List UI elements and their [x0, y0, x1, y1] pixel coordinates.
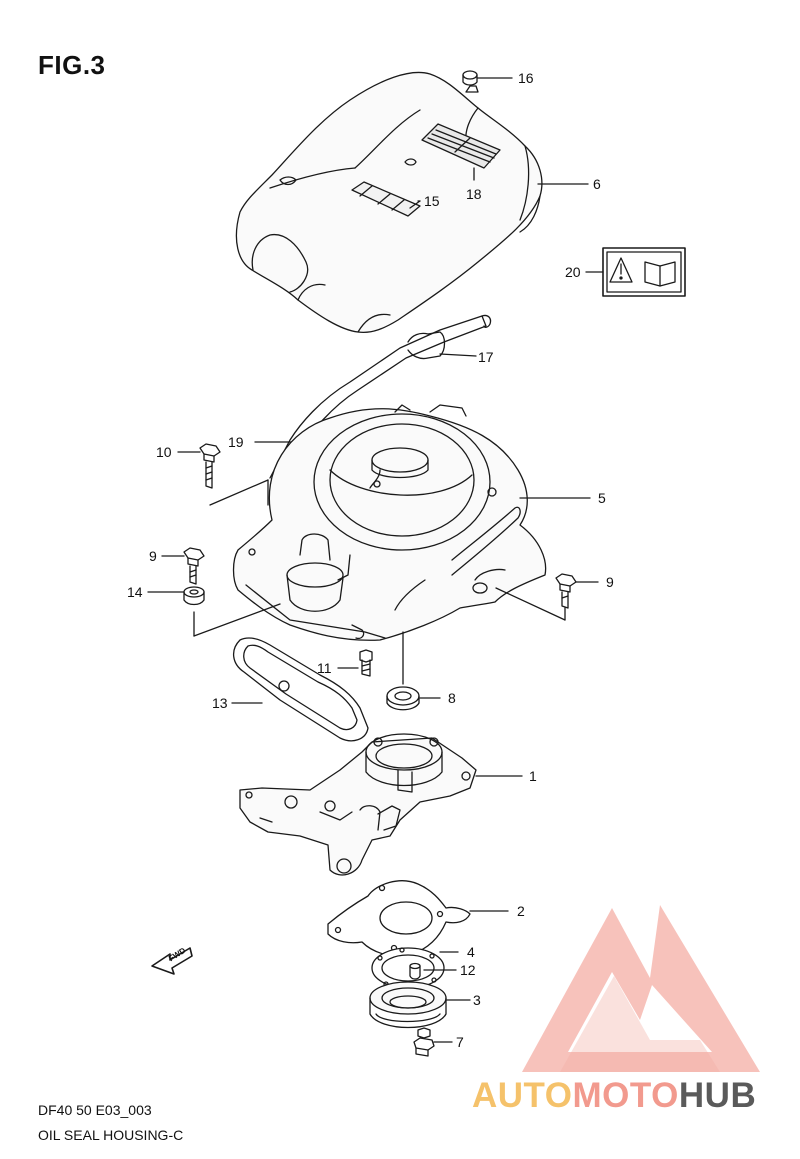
callout-5: 5 [598, 490, 606, 506]
callout-6: 6 [593, 176, 601, 192]
callout-10: 10 [156, 444, 172, 460]
callout-12: 12 [460, 962, 476, 978]
callout-3: 3 [473, 992, 481, 1008]
pin-12-part [409, 962, 457, 980]
callout-2: 2 [517, 903, 525, 919]
gasket-2-part [327, 880, 509, 957]
bolt-9-left-part [161, 547, 205, 585]
figure-code: DF40 50 E03_003 [38, 1102, 152, 1118]
callout-17: 17 [478, 349, 494, 365]
callout-9-right: 9 [606, 574, 614, 590]
bolt-10-part [177, 443, 221, 489]
emblem-15-part [351, 181, 421, 217]
callout-7: 7 [456, 1034, 464, 1050]
fwd-arrow-icon [151, 947, 193, 975]
callout-11: 11 [317, 660, 332, 676]
callout-4: 4 [467, 944, 475, 960]
oil-seal-housing-1-part [239, 733, 523, 876]
gasket-13-part [231, 637, 369, 742]
watermark-part-1: AUTO [472, 1076, 573, 1115]
bolt-11-part [337, 649, 373, 677]
warning-label-20-part [585, 247, 686, 297]
housing-3-part [369, 981, 471, 1029]
oil-seal-8-part [386, 631, 441, 711]
callout-9-left: 9 [149, 548, 157, 564]
callout-20: 20 [565, 264, 581, 280]
callout-15: 15 [424, 193, 440, 209]
callout-18: 18 [466, 186, 482, 202]
bolt-9-right-part [495, 573, 599, 621]
bolt-7-part [413, 1027, 453, 1057]
silencer-housing-5-part [209, 404, 591, 641]
callout-19: 19 [228, 434, 244, 450]
grommet-16-part [462, 70, 513, 86]
watermark-part-2: MOTO [572, 1076, 679, 1115]
watermark-part-3: HUB [678, 1076, 757, 1115]
gasket-4-part [371, 947, 459, 989]
washer-14-part [147, 586, 281, 637]
callout-13: 13 [212, 695, 228, 711]
callout-16: 16 [518, 70, 534, 86]
figure-name: OIL SEAL HOUSING-C [38, 1127, 184, 1143]
watermark-logo-icon [522, 905, 760, 1072]
callout-8: 8 [448, 690, 456, 706]
label-sticker-18-part [421, 123, 501, 181]
watermark-text: AUTOMOTOHUB [472, 1076, 756, 1116]
callout-1: 1 [529, 768, 537, 784]
callout-14: 14 [127, 584, 143, 600]
figure-title: FIG.3 [38, 50, 106, 80]
